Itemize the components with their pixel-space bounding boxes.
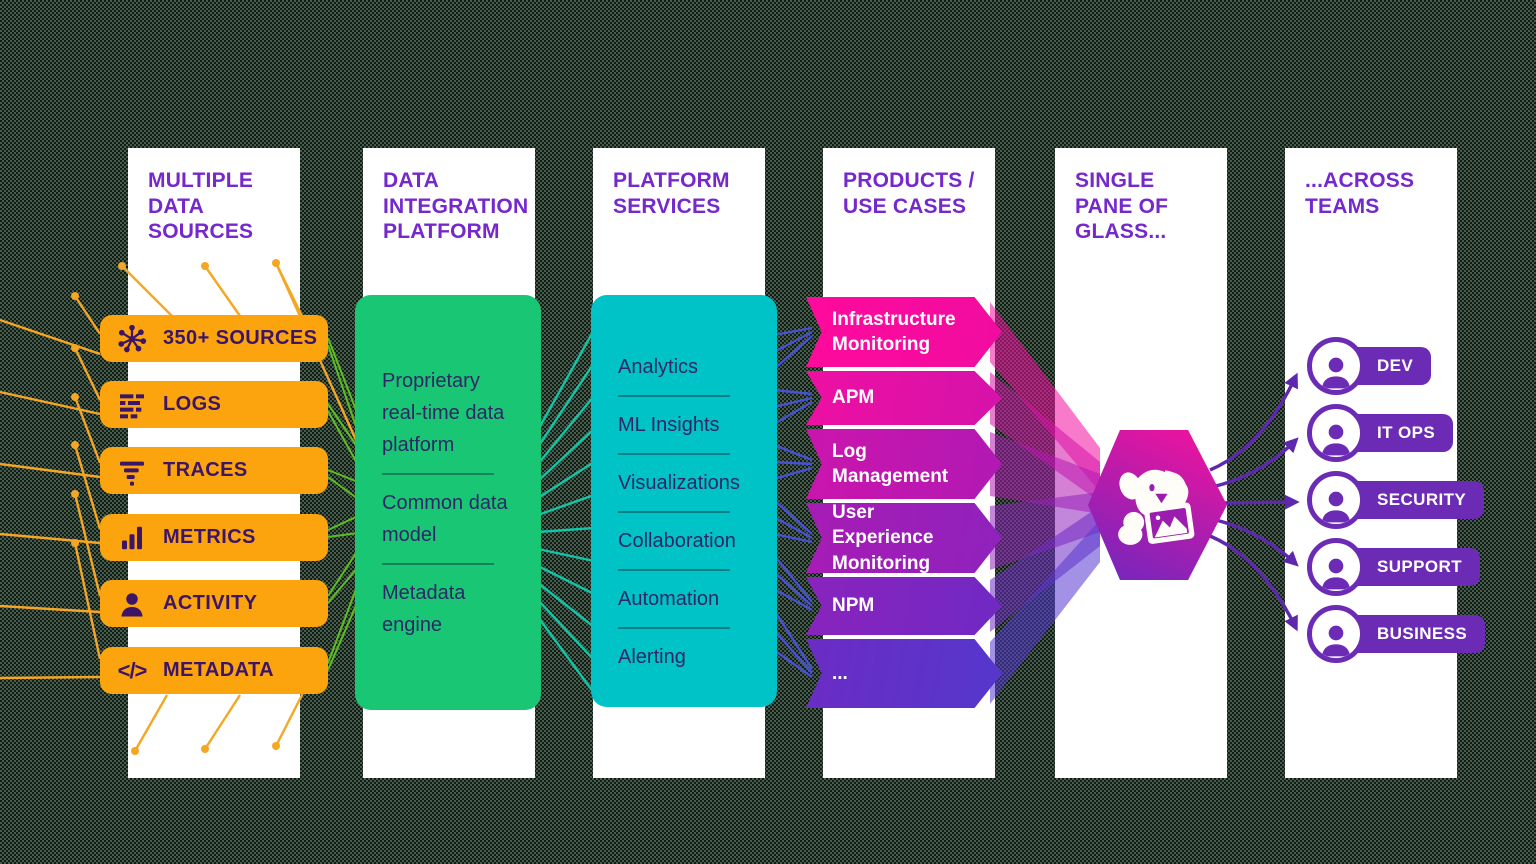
product-banner-label: NPM	[832, 595, 875, 617]
product-banner-label: Infrastructure Monitoring	[832, 308, 956, 355]
column-header: MULTIPLE DATA SOURCES	[148, 169, 254, 244]
source-pill-label: ACTIVITY	[163, 592, 258, 614]
team-label: DEV	[1377, 356, 1414, 375]
column-header: PLATFORM SERVICES	[613, 169, 730, 218]
avatar	[1307, 337, 1365, 395]
divider	[618, 569, 731, 571]
person-icon	[114, 586, 150, 622]
source-pill-metadata: </> METADATA	[100, 647, 328, 694]
product-banner-label: Log Management	[832, 440, 949, 487]
source-pill-traces: TRACES	[100, 447, 328, 494]
service-item: Visualizations	[618, 472, 740, 494]
product-banner-label: User Experience Monitoring	[832, 502, 934, 574]
service-item: Automation	[618, 588, 720, 610]
divider	[618, 627, 731, 629]
service-item: Analytics	[618, 356, 699, 378]
datadog-bits-dog-logo	[1117, 469, 1194, 545]
product-banner-more: ...	[806, 639, 1002, 708]
product-banner-log-management: Log Management	[806, 429, 1002, 499]
person-icon	[1321, 357, 1351, 389]
products-fan-lines	[772, 326, 814, 678]
product-banner-label: ...	[832, 662, 848, 684]
integration-fan-lines	[327, 337, 359, 671]
source-pill-350-sources: 350+ SOURCES	[100, 315, 328, 362]
service-item: ML Insights	[618, 414, 720, 436]
team-label: SECURITY	[1377, 490, 1467, 509]
divider	[618, 395, 731, 397]
avatar	[1307, 605, 1365, 663]
team-label: IT OPS	[1377, 423, 1436, 442]
team-row-security: SECURITY	[1307, 471, 1485, 529]
person-icon	[1321, 424, 1351, 456]
services-fan-lines	[536, 329, 596, 694]
product-banner-label: APM	[832, 387, 875, 409]
divider	[618, 511, 731, 513]
divider	[382, 473, 495, 475]
column-header: PRODUCTS / USE CASES	[843, 169, 975, 218]
column-header: ...ACROSS TEAMS	[1305, 169, 1415, 218]
source-pill-label: TRACES	[163, 459, 248, 481]
source-pill-label: METRICS	[163, 526, 256, 548]
source-pill-label: LOGS	[163, 393, 222, 415]
source-pill-label: 350+ SOURCES	[163, 327, 318, 349]
column-across-teams: ...ACROSS TEAMS	[1285, 148, 1457, 778]
source-pill-logs: LOGS	[100, 381, 328, 428]
team-row-support: SUPPORT	[1307, 538, 1480, 596]
person-icon	[1321, 625, 1351, 657]
team-row-it-ops: IT OPS	[1307, 404, 1454, 462]
person-icon	[1321, 491, 1351, 523]
service-item: Alerting	[618, 646, 686, 668]
data-integration-platform-box: Proprietary real-time data platform Comm…	[355, 295, 541, 710]
product-banner-infrastructure-monitoring: Infrastructure Monitoring	[806, 297, 1002, 367]
column-header: SINGLE PANE OF GLASS...	[1075, 169, 1169, 244]
avatar	[1307, 471, 1365, 529]
divider	[618, 453, 731, 455]
product-banner-apm: APM	[806, 371, 1002, 425]
team-label: SUPPORT	[1377, 557, 1462, 576]
avatar	[1307, 538, 1365, 596]
column-header: DATA INTEGRATION PLATFORM	[383, 169, 529, 244]
platform-services-box: Analytics ML Insights Visualizations Col…	[591, 295, 777, 707]
logs-lines-icon	[114, 387, 150, 423]
team-label: BUSINESS	[1377, 624, 1468, 643]
product-banner-npm: NPM	[806, 577, 1002, 635]
platform-item: Proprietary real-time data platform	[382, 370, 505, 456]
source-pill-label: METADATA	[163, 659, 274, 681]
network-hub-icon	[114, 321, 150, 357]
product-banner-user-experience-monitoring: User Experience Monitoring	[806, 503, 1002, 573]
traces-flamegraph-icon	[114, 453, 150, 489]
team-row-dev: DEV	[1307, 337, 1432, 395]
divider	[382, 563, 495, 565]
platform-item: Common data model	[382, 492, 508, 546]
source-pill-activity: ACTIVITY	[100, 580, 328, 627]
metrics-barchart-icon	[114, 520, 150, 556]
code-icon: </>	[117, 657, 148, 683]
person-icon	[1321, 558, 1351, 590]
platform-item: Metadata engine	[382, 582, 466, 636]
team-row-business: BUSINESS	[1307, 605, 1486, 663]
avatar	[1307, 404, 1365, 462]
service-item: Collaboration	[618, 530, 736, 552]
source-pill-metrics: METRICS	[100, 514, 328, 561]
